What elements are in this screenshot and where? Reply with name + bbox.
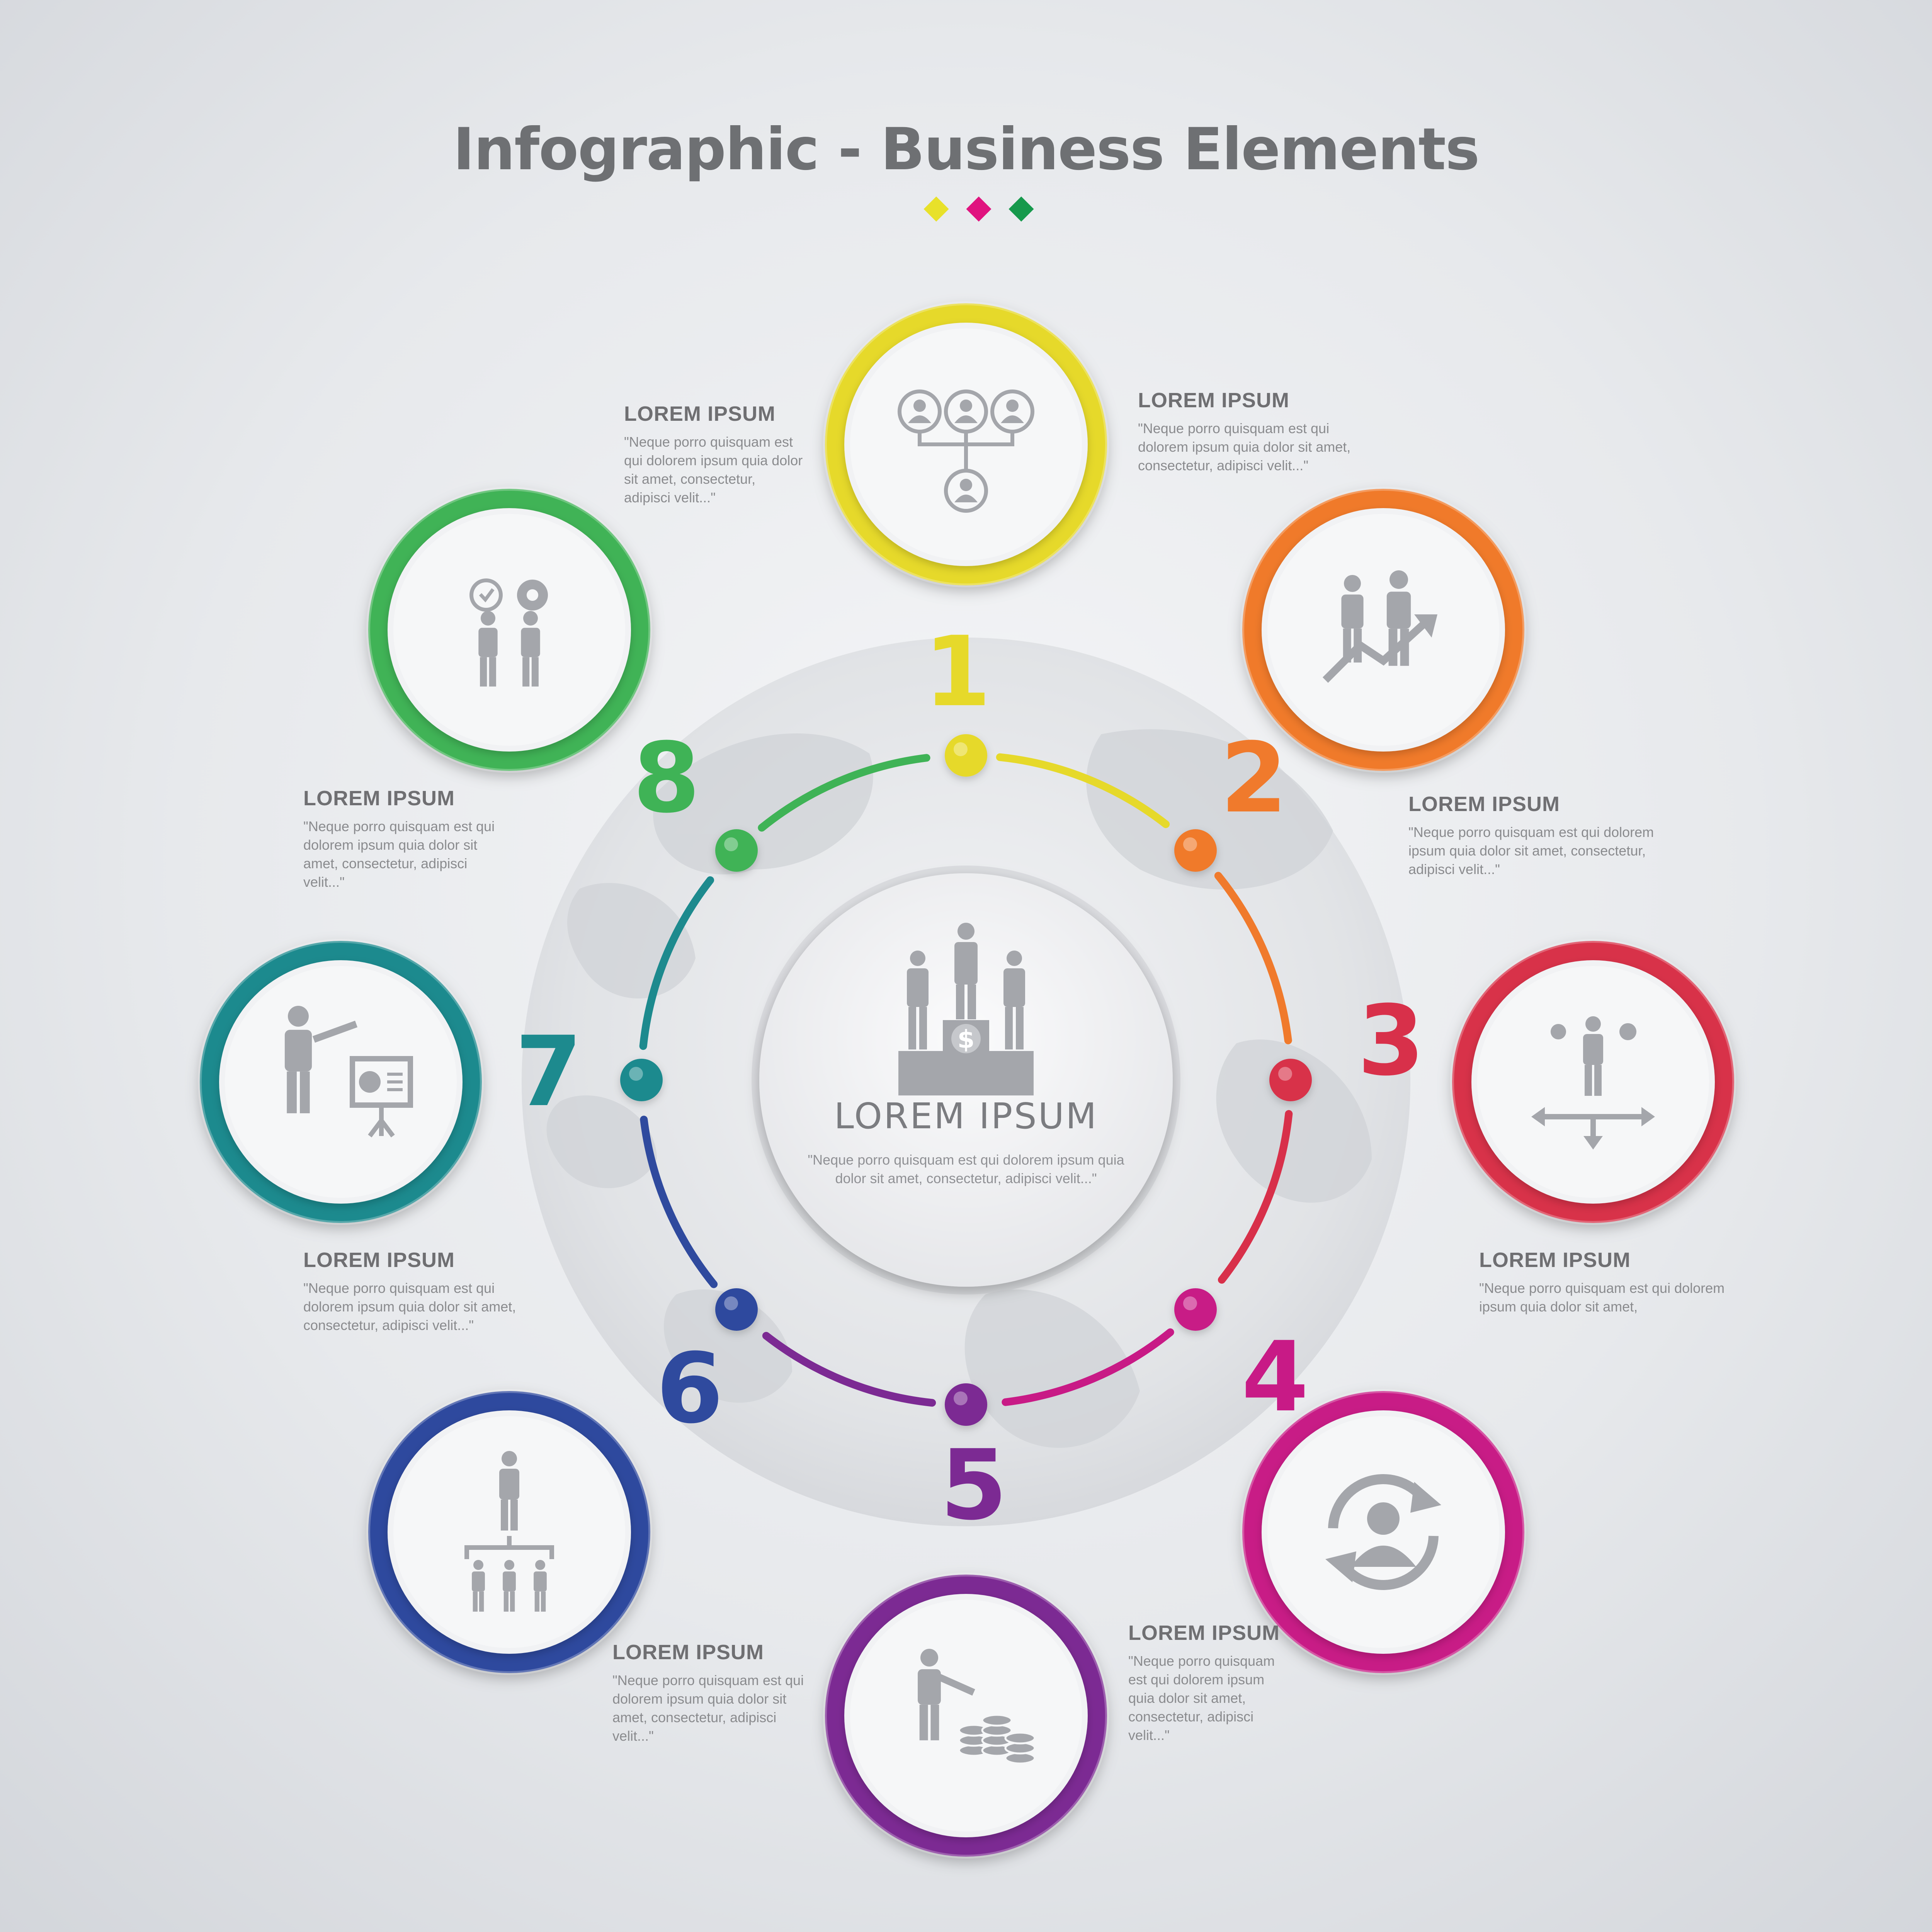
ring-node-4 <box>1174 1288 1217 1331</box>
user-cycle-icon <box>1325 1474 1441 1590</box>
step-heading: LOREM IPSUM <box>1479 1248 1631 1272</box>
step-body: "Neque porro quisquam est qui dolorem ip… <box>1479 1280 1725 1315</box>
step-heading: LOREM IPSUM <box>1408 793 1560 816</box>
step-number-8: 8 <box>633 722 700 834</box>
step-body: "Neque porro quisquam est qui dolorem ip… <box>624 434 803 505</box>
step-circle-7 <box>198 939 484 1225</box>
ring-node-5 <box>945 1383 987 1426</box>
step-number-4: 4 <box>1242 1321 1309 1433</box>
step-circle-6 <box>366 1389 652 1675</box>
step-number-2: 2 <box>1220 722 1287 834</box>
time-settings-team-icon <box>469 578 548 687</box>
center-heading: LOREM IPSUM <box>834 1095 1098 1137</box>
step-number-6: 6 <box>656 1332 723 1445</box>
ring-arc-8 <box>758 754 930 832</box>
step-circle-2 <box>1240 487 1526 773</box>
center-label: LOREM IPSUM "Neque porro quisquam est qu… <box>804 1095 1128 1188</box>
step-number-3: 3 <box>1357 985 1425 1097</box>
ring-node-8 <box>715 829 758 872</box>
team-hierarchy-icon <box>898 389 1034 513</box>
ring-arc-7 <box>639 876 714 1050</box>
ring-arc-6 <box>640 1116 718 1288</box>
step-1-text: LOREM IPSUM "Neque porro quisquam est qu… <box>1138 388 1354 475</box>
step-ring: 1 2 3 4 5 6 7 8 <box>515 616 1425 1541</box>
podium-dollar-icon: $ <box>898 923 1034 1095</box>
step-heading: LOREM IPSUM <box>303 1248 455 1272</box>
ring-node-2 <box>1174 829 1217 872</box>
step-body: "Neque porro quisquam est qui dolorem ip… <box>1128 1653 1275 1743</box>
ring-arc-1 <box>996 753 1170 828</box>
step-heading: LOREM IPSUM <box>624 402 776 425</box>
org-chart-icon <box>464 1451 554 1612</box>
step-heading: LOREM IPSUM <box>1128 1621 1280 1645</box>
ring-arc-2 <box>1214 872 1292 1044</box>
step-circle-3 <box>1450 939 1736 1225</box>
svg-text:$: $ <box>957 1026 975 1054</box>
step-heading: LOREM IPSUM <box>303 787 455 810</box>
step-body: "Neque porro quisquam est qui dolorem ip… <box>1138 420 1351 473</box>
ring-node-7 <box>620 1059 663 1101</box>
step-body: "Neque porro quisquam est qui dolorem ip… <box>303 818 495 890</box>
step-4-text: LOREM IPSUM "Neque porro quisquam est qu… <box>1128 1621 1291 1745</box>
money-stack-icon <box>918 1649 1036 1765</box>
ring-node-3 <box>1269 1059 1312 1101</box>
world-map-shapes <box>546 729 1372 1448</box>
step-circle-1 <box>823 301 1109 587</box>
presentation-icon <box>284 1006 413 1138</box>
step-body: "Neque porro quisquam est qui dolorem ip… <box>612 1672 804 1744</box>
step-circles <box>198 301 1736 1859</box>
step-number-5: 5 <box>940 1429 1007 1541</box>
ring-node-1 <box>945 734 987 777</box>
step-circle-5 <box>823 1573 1109 1859</box>
step-circle-4 <box>1240 1389 1526 1675</box>
step-8-text: LOREM IPSUM "Neque porro quisquam est qu… <box>624 402 806 507</box>
step-heading: LOREM IPSUM <box>612 1641 764 1664</box>
step-2-text: LOREM IPSUM "Neque porro quisquam est qu… <box>1408 792 1656 879</box>
step-number-7: 7 <box>515 1015 582 1128</box>
step-number-1: 1 <box>924 616 991 728</box>
ring-arc-5 <box>762 1332 936 1407</box>
ring-arc-4 <box>1002 1328 1174 1406</box>
step-circle-8 <box>366 487 652 773</box>
business-decision-icon <box>1531 1016 1655 1150</box>
ring-arc-3 <box>1218 1110 1293 1284</box>
step-3-text: LOREM IPSUM "Neque porro quisquam est qu… <box>1479 1248 1757 1316</box>
step-7-text: LOREM IPSUM "Neque porro quisquam est qu… <box>303 786 512 891</box>
step-body: "Neque porro quisquam est qui dolorem ip… <box>1408 824 1654 877</box>
page-title: Infographic - Business Elements <box>453 116 1480 183</box>
step-6-text: LOREM IPSUM "Neque porro quisquam est qu… <box>303 1248 539 1335</box>
growth-team-icon <box>1322 570 1437 683</box>
center-body: "Neque porro quisquam est qui dolorem ip… <box>808 1152 1124 1186</box>
step-5-text: LOREM IPSUM "Neque porro quisquam est qu… <box>612 1640 806 1745</box>
step-heading: LOREM IPSUM <box>1138 389 1290 412</box>
ring-node-6 <box>715 1288 758 1331</box>
step-body: "Neque porro quisquam est qui dolorem ip… <box>303 1280 516 1333</box>
